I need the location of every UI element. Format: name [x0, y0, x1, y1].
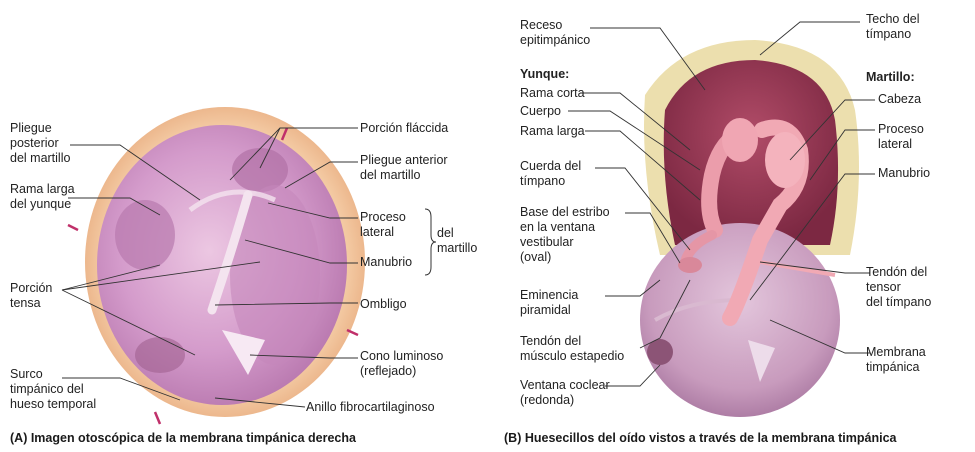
label-techo-timpano: Techo del tímpano	[866, 12, 920, 42]
label-base-estribo: Base del estribo en la ventana vestibula…	[520, 205, 610, 265]
label-anillo: Anillo fibrocartilaginoso	[306, 400, 435, 415]
label-membrana: Membrana timpánica	[866, 345, 926, 375]
label-pliegue-posterior: Pliegue posterior del martillo	[10, 121, 70, 166]
label-ombligo: Ombligo	[360, 297, 407, 312]
label-ventana-coclear: Ventana coclear (redonda)	[520, 378, 610, 408]
label-cono-luminoso: Cono luminoso (reflejado)	[360, 349, 443, 379]
label-tendon-tensor: Tendón del tensor del tímpano	[866, 265, 931, 310]
label-proceso-lateral-b: Proceso lateral	[878, 122, 924, 152]
label-cuerpo: Cuerpo	[520, 104, 561, 119]
caption-panel-b: (B) Huesecillos del oído vistos a través…	[504, 431, 897, 445]
stapes-base	[678, 257, 702, 273]
label-rama-larga-yunque: Rama larga del yunque	[10, 182, 75, 212]
caption-panel-a: (A) Imagen otoscópica de la membrana tim…	[10, 431, 356, 445]
label-porcion-tensa: Porción tensa	[10, 281, 52, 311]
label-rama-larga: Rama larga	[520, 124, 585, 139]
label-pliegue-anterior: Pliegue anterior del martillo	[360, 153, 448, 183]
bracket-del-martillo	[423, 207, 437, 277]
label-tendon-estapedio: Tendón del músculo estapedio	[520, 334, 624, 364]
label-manubrio-a: Manubrio	[360, 255, 412, 270]
label-receso: Receso epitimpánico	[520, 18, 590, 48]
label-del-martillo: del martillo	[437, 226, 477, 256]
label-cuerda-timpano: Cuerda del tímpano	[520, 159, 581, 189]
round-window-shadow	[135, 337, 185, 373]
label-surco-timpanico: Surco timpánico del hueso temporal	[10, 367, 96, 412]
label-eminencia: Eminencia piramidal	[520, 288, 578, 318]
label-yunque-title: Yunque:	[520, 67, 569, 82]
tick-mark	[68, 225, 78, 230]
incus-body	[722, 118, 758, 162]
tick-mark	[155, 412, 160, 424]
label-manubrio-b: Manubrio	[878, 166, 930, 181]
label-martillo-title: Martillo:	[866, 70, 915, 85]
incus-shadow	[115, 200, 175, 270]
label-rama-corta: Rama corta	[520, 86, 585, 101]
label-cabeza: Cabeza	[878, 92, 921, 107]
pars-flaccida-shadow	[232, 148, 288, 192]
malleus-head	[765, 132, 805, 188]
panel-a-tympanic-membrane	[68, 107, 365, 424]
label-proceso-lateral-a: Proceso lateral	[360, 210, 406, 240]
label-porcion-flaccida: Porción fláccida	[360, 121, 448, 136]
tympanic-membrane-b	[640, 223, 840, 417]
